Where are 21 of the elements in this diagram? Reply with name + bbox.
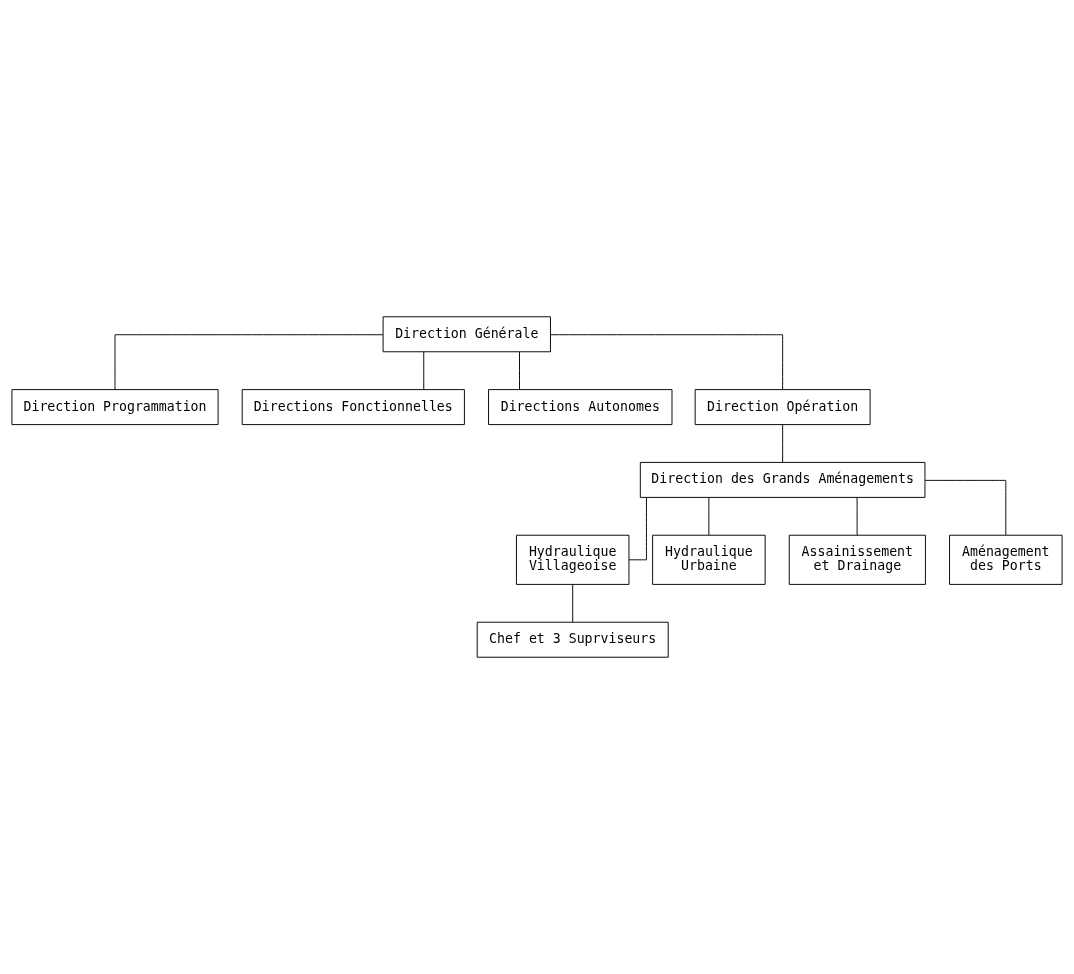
connector bbox=[114, 334, 384, 391]
connector bbox=[628, 497, 647, 561]
node-box: Direction Opération bbox=[694, 389, 871, 426]
node-box: Direction Programmation bbox=[11, 389, 219, 426]
node-box: Hydraulique Urbaine bbox=[652, 534, 766, 585]
node-box: Direction Générale bbox=[382, 316, 551, 353]
node-box: Directions Fonctionnelles bbox=[241, 389, 465, 426]
connector bbox=[423, 351, 425, 390]
node-box: Assainissement et Drainage bbox=[788, 534, 926, 585]
connector bbox=[782, 424, 784, 463]
node-box: Directions Autonomes bbox=[488, 389, 673, 426]
node-box: Aménagement des Ports bbox=[949, 534, 1063, 585]
connector bbox=[708, 497, 710, 536]
connector bbox=[924, 479, 1007, 536]
connector bbox=[856, 497, 858, 536]
node-box: Direction des Grands Aménagements bbox=[639, 461, 926, 498]
node-box: Hydraulique Villageoise bbox=[515, 534, 630, 585]
connector bbox=[550, 334, 784, 391]
node-box: Chef et 3 Suprviseurs bbox=[476, 621, 669, 658]
connector bbox=[572, 584, 574, 623]
connector bbox=[519, 351, 520, 390]
